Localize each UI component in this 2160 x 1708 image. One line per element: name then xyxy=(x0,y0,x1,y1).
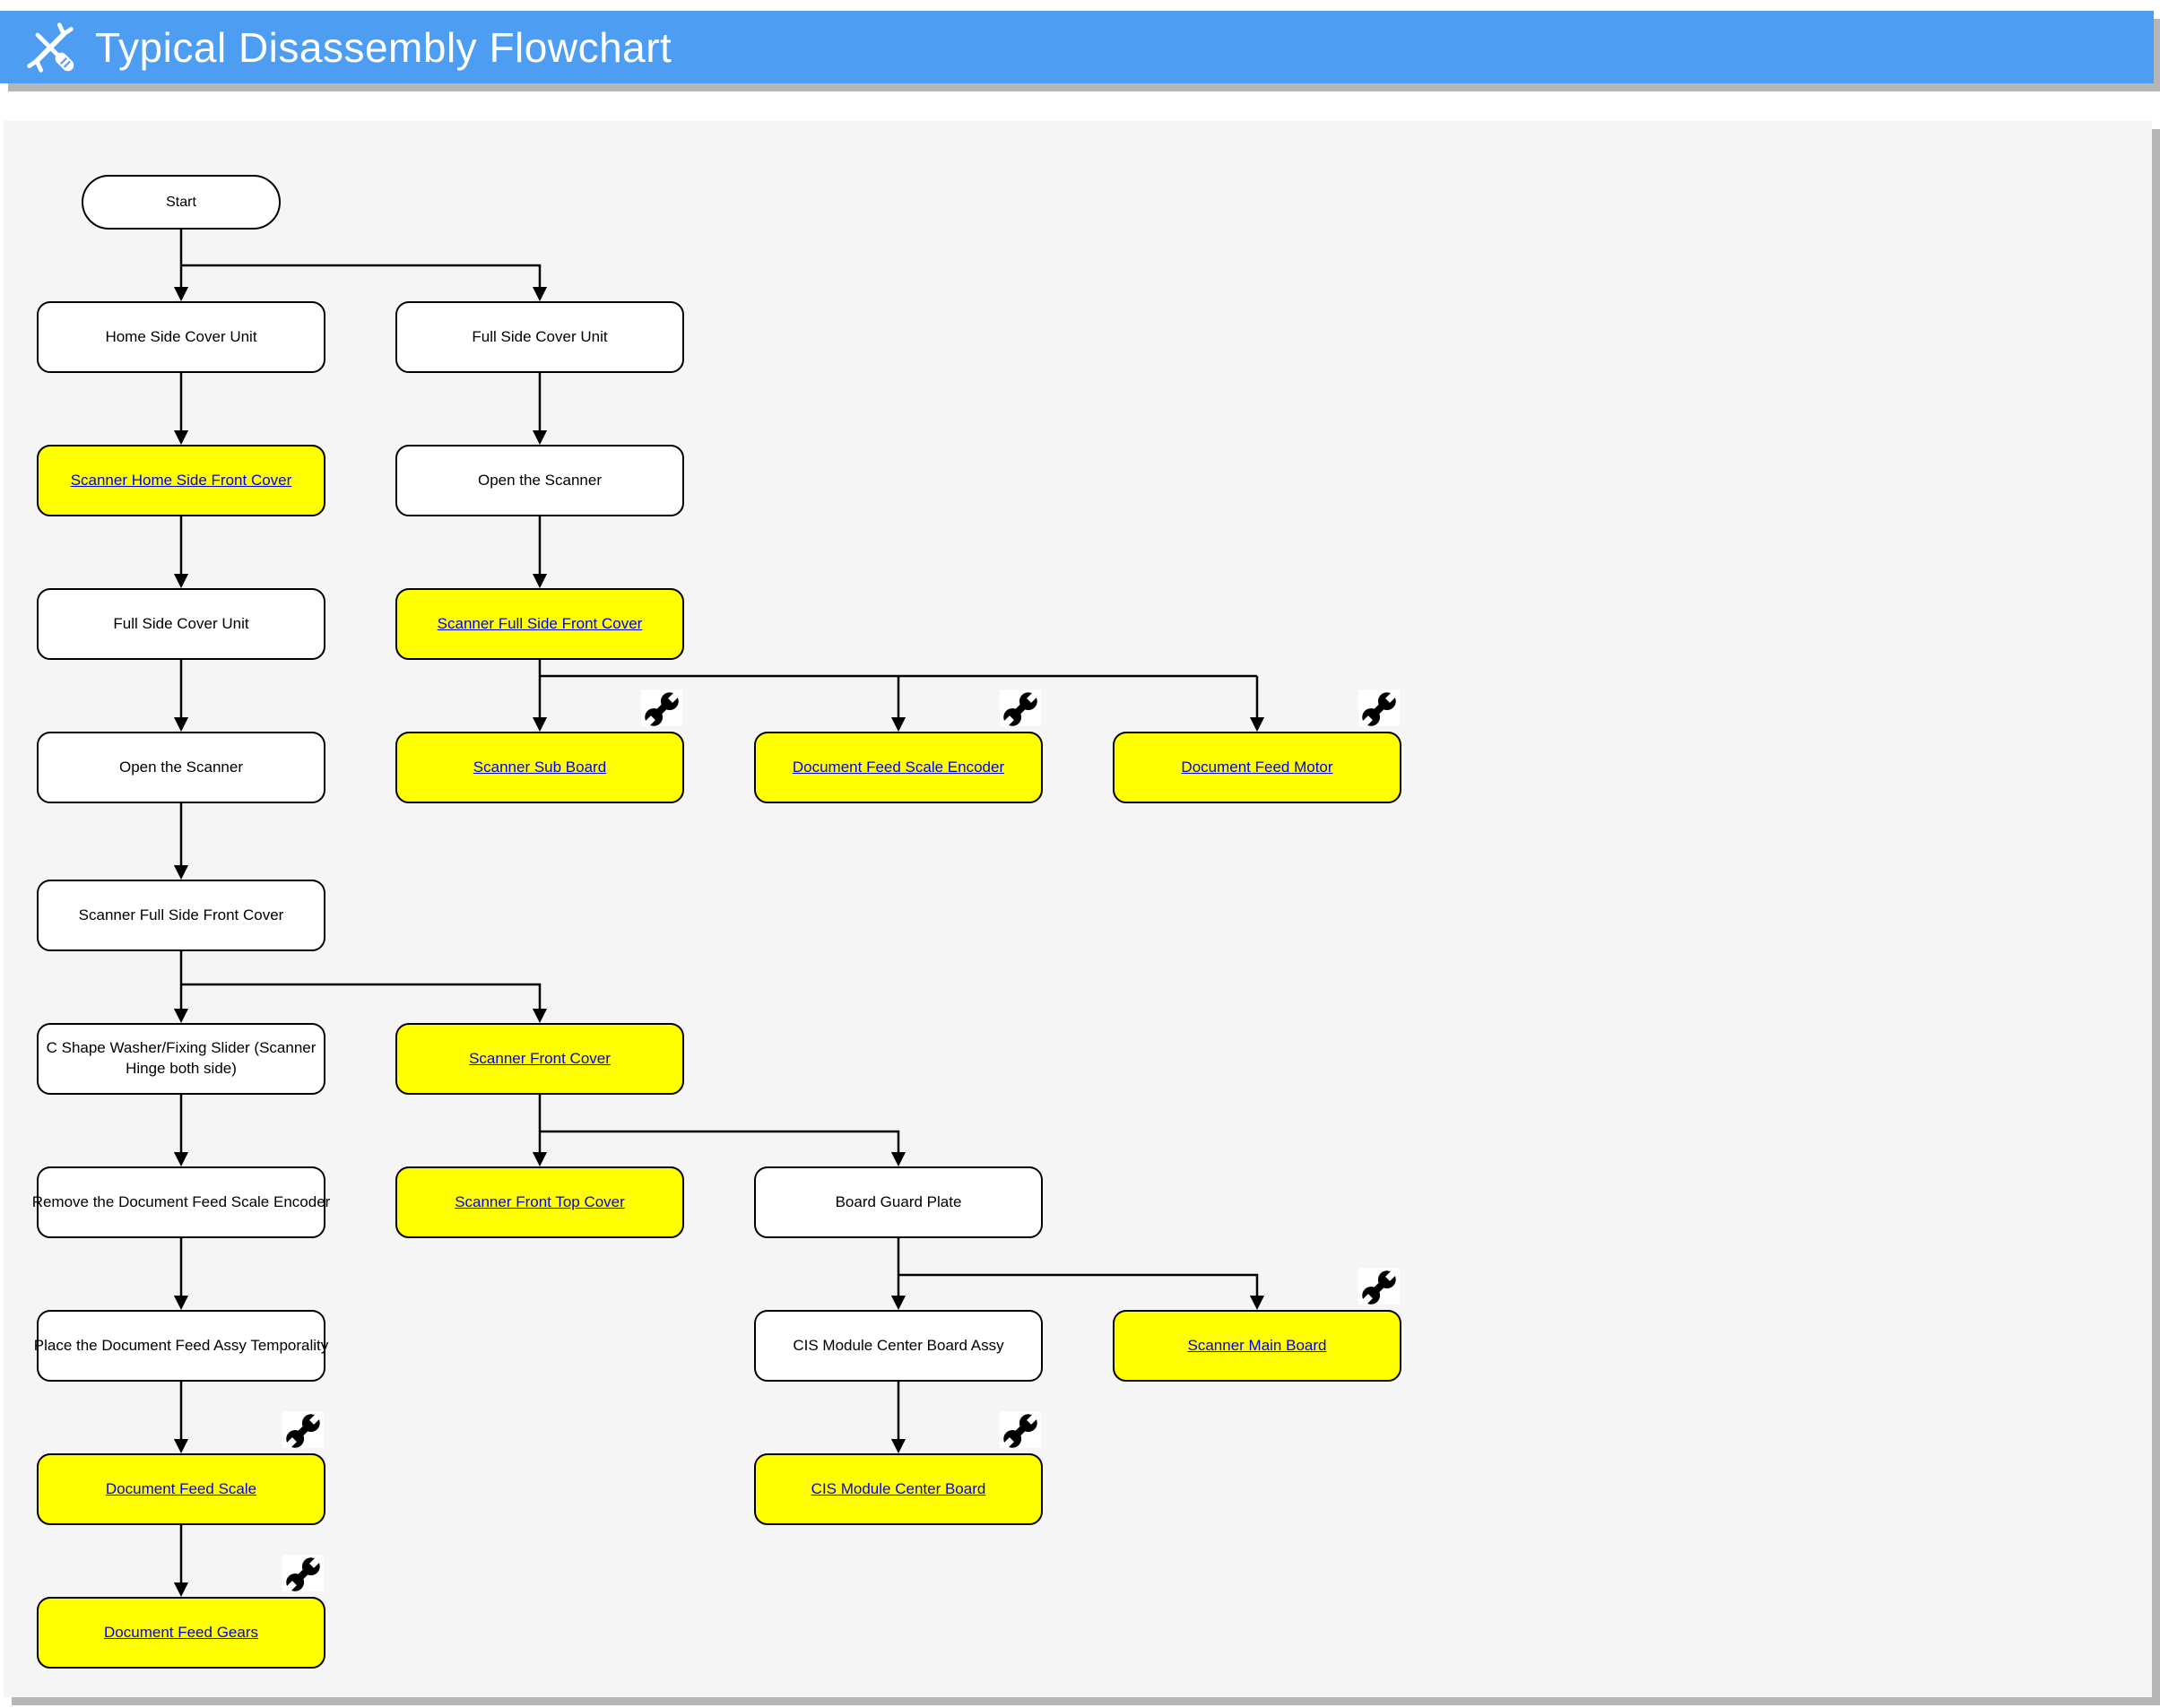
part-link-scanner-full-side-front-cover[interactable]: Scanner Full Side Front Cover xyxy=(437,614,643,632)
flow-node-place-document-feed-assy-temporality: Place the Document Feed Assy Temporality xyxy=(34,1310,328,1382)
flow-node-document-feed-gears: Document Feed Gears xyxy=(37,1597,325,1669)
node-label: Home Side Cover Unit xyxy=(105,327,257,345)
node-label: CIS Module Center Board Assy xyxy=(793,1336,1004,1354)
node-label: Full Side Cover Unit xyxy=(472,327,608,345)
part-link-scanner-front-cover[interactable]: Scanner Front Cover xyxy=(469,1049,611,1067)
flow-node-scanner-front-cover: Scanner Front Cover xyxy=(395,1023,684,1095)
node-label: Start xyxy=(166,194,196,210)
wrench-icon xyxy=(1358,1268,1400,1305)
wrench-icon xyxy=(1358,689,1400,726)
part-link-scanner-front-top-cover[interactable]: Scanner Front Top Cover xyxy=(455,1192,625,1210)
flow-node-full-side-cover-unit-right: Full Side Cover Unit xyxy=(395,301,684,373)
flow-node-open-the-scanner-left: Open the Scanner xyxy=(37,732,325,803)
wrench-icon xyxy=(641,689,682,726)
part-link-document-feed-motor[interactable]: Document Feed Motor xyxy=(1181,758,1333,776)
wrench-icon xyxy=(1000,689,1041,726)
flow-node-document-feed-scale: Document Feed Scale xyxy=(37,1453,325,1525)
node-label: Place the Document Feed Assy Temporality xyxy=(33,1336,329,1354)
flowchart-canvas xyxy=(4,121,2152,1697)
node-label: C Shape Washer/Fixing Slider (Scanner Hi… xyxy=(46,1039,317,1077)
flow-node-scanner-sub-board: Scanner Sub Board xyxy=(395,732,684,803)
flow-node-c-shape-washer-fixing-slider: C Shape Washer/Fixing Slider (Scanner Hi… xyxy=(37,1023,325,1095)
node-label: Full Side Cover Unit xyxy=(113,614,249,632)
wrench-icon xyxy=(282,1411,324,1448)
part-link-document-feed-scale-encoder[interactable]: Document Feed Scale Encoder xyxy=(792,758,1005,776)
flow-node-scanner-full-side-front-cover-link: Scanner Full Side Front Cover xyxy=(395,588,684,660)
part-link-document-feed-scale[interactable]: Document Feed Scale xyxy=(105,1479,257,1497)
node-label: Open the Scanner xyxy=(119,758,243,776)
node-label: Board Guard Plate xyxy=(835,1192,962,1210)
flow-node-board-guard-plate: Board Guard Plate xyxy=(754,1166,1043,1238)
flow-node-document-feed-motor: Document Feed Motor xyxy=(1113,732,1401,803)
flow-node-full-side-cover-unit-left: Full Side Cover Unit xyxy=(37,588,325,660)
part-link-scanner-main-board[interactable]: Scanner Main Board xyxy=(1187,1336,1327,1354)
header-bar: Typical Disassembly Flowchart xyxy=(0,11,2154,83)
wrench-icon xyxy=(1000,1411,1041,1448)
flow-node-cis-module-center-board: CIS Module Center Board xyxy=(754,1453,1043,1525)
flow-node-scanner-main-board: Scanner Main Board xyxy=(1113,1310,1401,1382)
part-link-cis-module-center-board[interactable]: CIS Module Center Board xyxy=(811,1479,986,1497)
tools-icon xyxy=(27,22,74,73)
flow-node-scanner-home-side-front-cover: Scanner Home Side Front Cover xyxy=(37,445,325,516)
wrench-icon xyxy=(282,1555,324,1591)
flow-node-remove-document-feed-scale-encoder: Remove the Document Feed Scale Encoder xyxy=(32,1166,330,1238)
flow-node-scanner-front-top-cover: Scanner Front Top Cover xyxy=(395,1166,684,1238)
page-title: Typical Disassembly Flowchart xyxy=(95,23,672,71)
node-label: Scanner Full Side Front Cover xyxy=(78,906,284,923)
part-link-document-feed-gears[interactable]: Document Feed Gears xyxy=(104,1623,258,1641)
flow-node-open-the-scanner-right: Open the Scanner xyxy=(395,445,684,516)
flow-node-cis-module-center-board-assy: CIS Module Center Board Assy xyxy=(754,1310,1043,1382)
flow-node-scanner-full-side-front-cover: Scanner Full Side Front Cover xyxy=(37,880,325,951)
flow-node-document-feed-scale-encoder: Document Feed Scale Encoder xyxy=(754,732,1043,803)
node-label: Open the Scanner xyxy=(478,471,602,489)
part-link-scanner-home-side-front-cover[interactable]: Scanner Home Side Front Cover xyxy=(70,471,292,489)
node-label: Remove the Document Feed Scale Encoder xyxy=(31,1192,331,1210)
flow-node-home-side-cover-unit: Home Side Cover Unit xyxy=(37,301,325,373)
flow-node-start: Start xyxy=(82,175,281,230)
part-link-scanner-sub-board[interactable]: Scanner Sub Board xyxy=(473,758,607,776)
